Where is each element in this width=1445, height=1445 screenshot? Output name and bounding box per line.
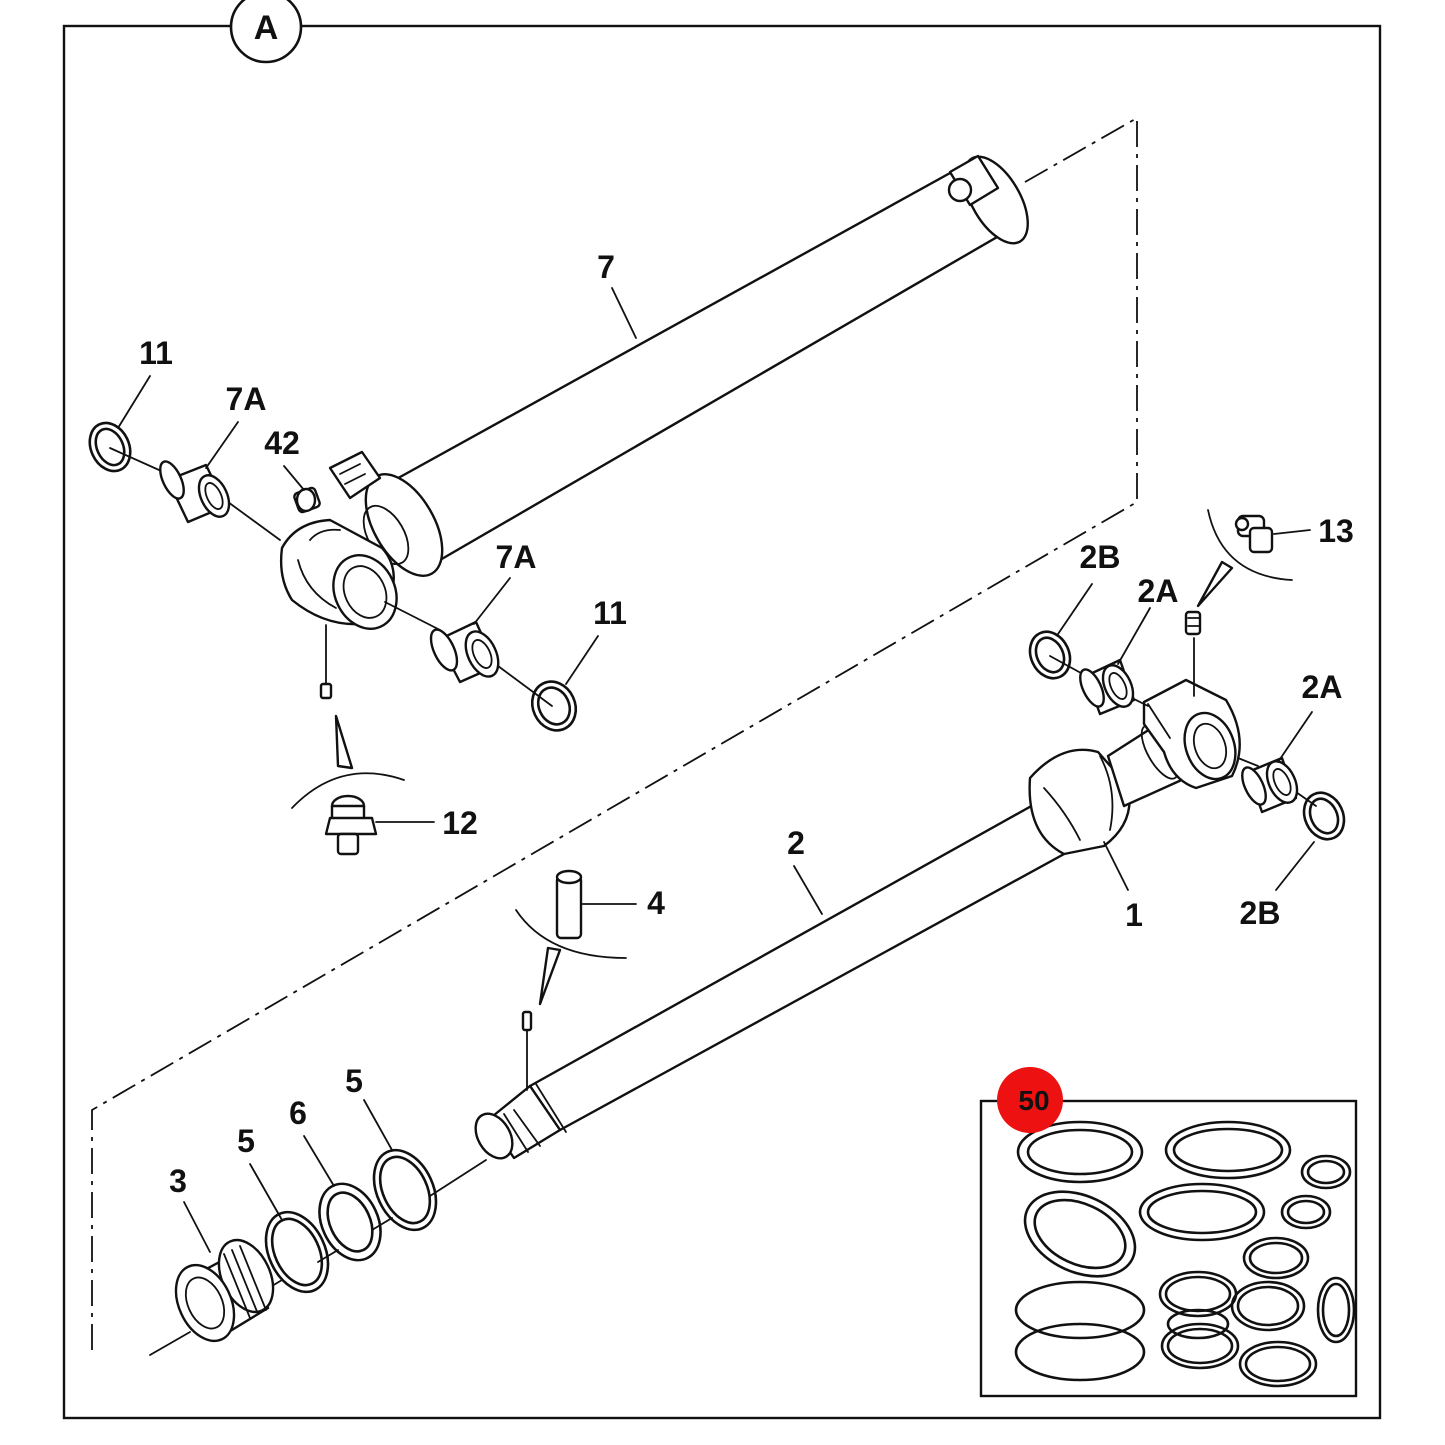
bushing-2a-right [1241,756,1299,814]
callout-labels: 7 11 7A 42 7A 11 12 13 2B 2A 2A 2 1 2B 4… [139,249,1354,1199]
seal-5-right [372,1148,438,1232]
view-marker-a: A [229,0,303,64]
callout-3: 3 [169,1163,187,1199]
seal-kit-badge [997,1067,1063,1133]
callout-11-mid: 11 [593,595,627,631]
rod-eye [1106,678,1241,808]
seal-2b-top [1028,630,1072,680]
grease-fitting-barrel [291,624,405,809]
snap-ring-11-top [88,421,132,473]
view-marker-label: A [254,9,279,47]
grease-nipple-12 [324,794,378,856]
seal-kit-rings [1014,1120,1356,1388]
seal-2b-bottom [1302,791,1346,841]
diagram-frame [62,24,1382,1420]
callout-7a-top: 7A [226,381,267,417]
bushing-7a-top [159,460,231,524]
callout-6: 6 [289,1095,307,1131]
snap-ring-11-mid [530,680,578,732]
callout-2a-right: 2A [1302,669,1343,705]
callout-7a-mid: 7A [496,539,537,575]
callout-5-left: 5 [237,1123,255,1159]
callout-2b-bottom: 2B [1240,895,1281,931]
callout-2a-top: 2A [1138,573,1179,609]
cylinder-barrel [328,154,1029,577]
seal-kit-box [979,1099,1358,1398]
callout-13: 13 [1318,513,1354,549]
callout-12: 12 [442,805,478,841]
leader-lines [117,287,1315,1253]
callout-11-top: 11 [139,335,173,371]
barrel-eye [279,518,398,630]
elbow-fitting-13 [1234,514,1274,554]
callout-1: 1 [1125,897,1143,933]
rod-collar [1028,748,1131,856]
grease-fitting-rod-eye [1184,509,1293,636]
callout-2b-top: 2B [1080,539,1121,575]
callout-5-right: 5 [345,1063,363,1099]
callout-2: 2 [787,825,805,861]
callout-42: 42 [264,425,300,461]
seal-kit-50: 50 [979,1067,1358,1398]
bushing-7a-mid [429,620,500,684]
callout-4: 4 [647,885,665,921]
callout-7: 7 [597,249,615,285]
seal-kit-label: 50 [1018,1085,1049,1116]
plug-42 [293,486,321,514]
gland-3 [174,1238,275,1343]
bushing-2a-top [1079,658,1136,716]
roll-pin-4 [515,869,627,1091]
